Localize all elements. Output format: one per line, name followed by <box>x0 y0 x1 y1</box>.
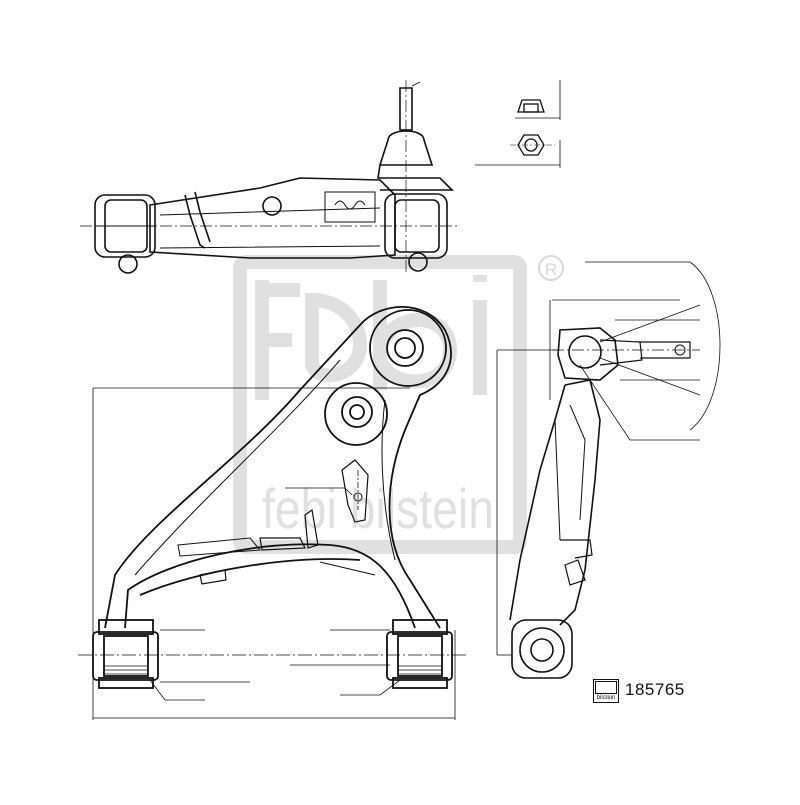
svg-text:R: R <box>545 260 557 279</box>
watermark-text: febi bilstein <box>262 477 494 540</box>
side-view-arm <box>509 327 700 679</box>
dimension-lines-side <box>496 261 721 656</box>
top-view-arm <box>80 80 460 275</box>
febi-mini-logo: bilstein <box>593 679 619 703</box>
febi-mini-logo-text: bilstein <box>596 695 616 701</box>
part-number: 185765 <box>625 680 685 699</box>
registered-mark: R <box>538 255 564 281</box>
nut-detail <box>475 80 561 168</box>
febi-watermark <box>233 255 527 554</box>
dimension-lines-plan <box>92 387 456 720</box>
plan-view-arm <box>78 306 468 689</box>
febi-mini-logo-mark <box>595 681 617 694</box>
